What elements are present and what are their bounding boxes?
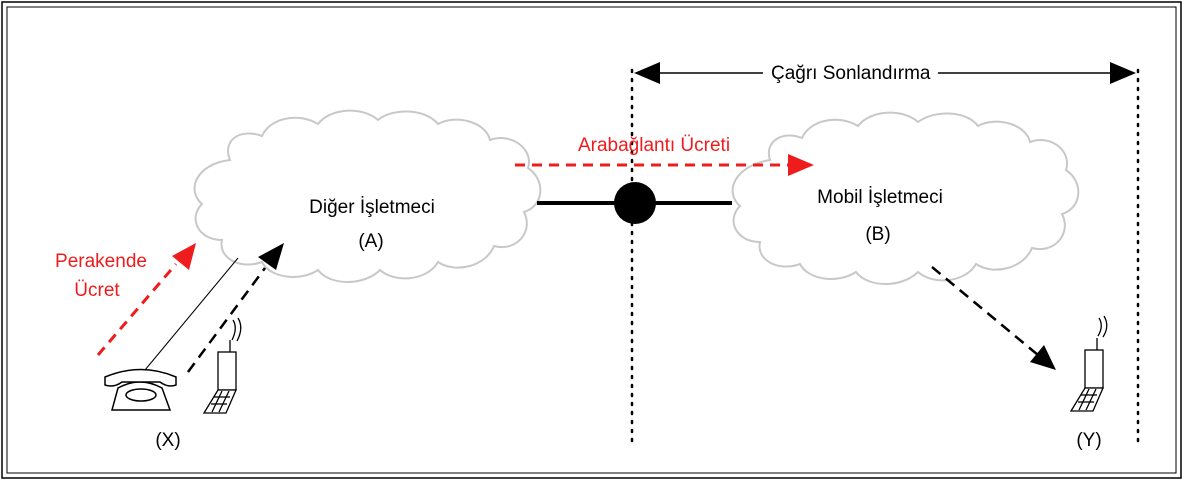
mobile-phone-y-icon — [1069, 315, 1108, 412]
mobile-phone-x-icon — [202, 317, 242, 414]
operator-b-name: Mobil İşletmeci — [817, 187, 943, 208]
mobile-y-call-arrow-line — [931, 266, 1039, 356]
retail-charge-label-line1: Perakende — [55, 251, 147, 272]
operator-a-code: (A) — [358, 231, 384, 252]
interconnect-point — [614, 182, 656, 224]
termination-label: Çağrı Sonlandırma — [763, 64, 939, 83]
interconnect-charge-label: Arabağlantı Ücreti — [577, 135, 731, 156]
landline-connection — [144, 257, 239, 371]
operator-a-name: Diğer İşletmeci — [309, 197, 435, 218]
cloud-operator-a — [193, 109, 542, 283]
retail-charge-arrow-line — [96, 263, 178, 356]
mobile-x-call-arrowhead — [258, 243, 284, 270]
termination-right-arrowhead — [1110, 62, 1136, 84]
termination-left-arrowhead — [634, 62, 660, 84]
mobile-x-call-arrow-line — [186, 267, 267, 373]
telephone-icon — [104, 368, 177, 411]
operator-b-code: (B) — [865, 224, 891, 245]
endpoint-y-label: (Y) — [1076, 430, 1102, 451]
retail-charge-label-line2: Ücret — [74, 280, 120, 301]
mobile-y-call-arrowhead — [1030, 345, 1056, 370]
cloud-operator-b — [731, 111, 1080, 285]
interconnect-charge-arrowhead — [788, 154, 814, 176]
retail-charge-arrowhead — [172, 243, 196, 270]
inner-frame — [6, 6, 1177, 474]
endpoint-x-label: (X) — [155, 430, 181, 451]
